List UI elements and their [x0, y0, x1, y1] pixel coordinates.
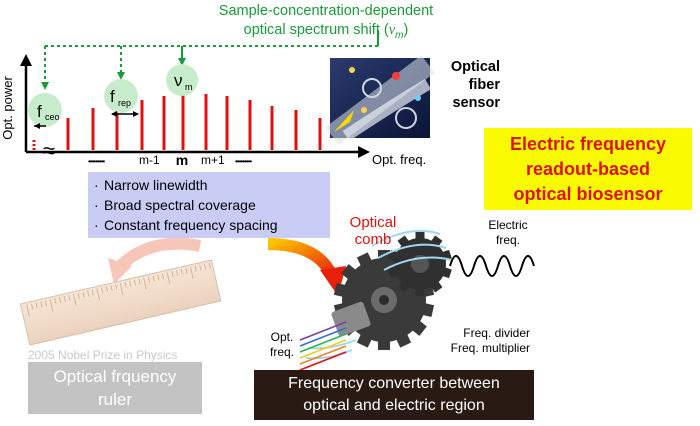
flow-arrows — [305, 229, 453, 360]
svg-text:rep: rep — [118, 98, 131, 108]
feature-item: ·Broad spectral coverage — [94, 197, 256, 213]
electric-wave — [449, 255, 535, 277]
headline-line1: Sample-concentration-dependent — [218, 3, 434, 19]
optical-lines — [299, 321, 347, 371]
x-axis-label: Opt. freq. — [372, 152, 426, 167]
converter-caption: Frequency converter between optical and … — [254, 370, 534, 420]
feature-item: ·Narrow linewidth — [94, 177, 208, 193]
ruler-arrow — [113, 237, 202, 273]
axis-break-mark: ≈ — [43, 138, 55, 163]
electric-freq-label: Electric freq. — [488, 218, 528, 247]
svg-text:m: m — [185, 82, 193, 92]
num-bubble: ν m — [166, 64, 198, 96]
feature-item: ·Constant frequency spacing — [94, 217, 278, 233]
optical-freq-label: Opt. freq. — [269, 330, 294, 359]
optical-comb-label: Optical comb — [349, 214, 397, 248]
nobel-prize-note: 2005 Nobel Prize in Physics — [28, 348, 178, 362]
biosensor-callout: Electric frequency readout-based optical… — [484, 128, 692, 210]
mode-label-m: m — [176, 152, 188, 168]
ruler-image — [19, 259, 222, 346]
mode-label-m-plus-1: m+1 — [201, 153, 225, 167]
fiber-sensor-label: Optical fiber sensor — [450, 59, 500, 111]
spectrum-axes: ≈ — [20, 54, 370, 163]
y-axis-label: Opt. power — [0, 76, 15, 140]
fceo-bubble: f ceo — [28, 93, 62, 129]
svg-text:ceo: ceo — [45, 112, 60, 122]
headline: Sample-concentration-dependent optical s… — [176, 2, 476, 45]
freq-divider-label: Freq. divider Freq. multiplier — [450, 326, 530, 355]
mode-dots-left: ••••••••• — [88, 157, 105, 166]
fiber-sensor-image — [325, 55, 435, 145]
frep-bubble: f rep — [104, 79, 139, 117]
svg-text:ν: ν — [174, 71, 183, 90]
shift-connector — [41, 30, 379, 90]
comb-teeth — [66, 84, 322, 150]
svg-text:f: f — [110, 87, 115, 106]
svg-text:f: f — [37, 102, 42, 121]
gears-image — [331, 232, 452, 350]
comb-features-box: ·Narrow linewidth ·Broad spectral covera… — [88, 172, 330, 238]
mode-dots-right: ••••••••• — [235, 157, 252, 166]
headline-line2: optical spectrum shift (νm) — [243, 22, 409, 41]
ruler-caption: Optical frquency ruler — [28, 362, 202, 414]
mode-label-m-minus-1: m-1 — [139, 153, 160, 167]
